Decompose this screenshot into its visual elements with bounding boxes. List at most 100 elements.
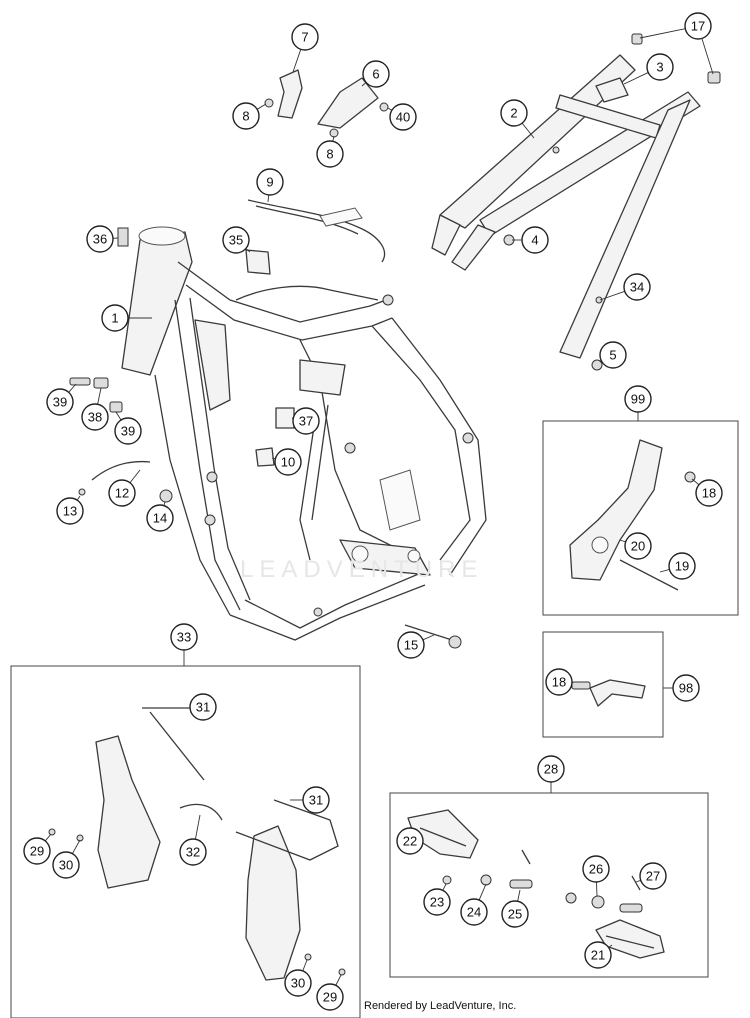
callout-21: 21 bbox=[584, 941, 612, 969]
callout-99: 99 bbox=[624, 385, 652, 413]
callout-circle bbox=[23, 837, 51, 865]
callout-number: 37 bbox=[299, 414, 313, 429]
callout-circle bbox=[284, 969, 312, 997]
callout-circle bbox=[460, 898, 488, 926]
callout-32: 32 bbox=[179, 838, 207, 866]
callout-circle bbox=[537, 755, 565, 783]
frame-main bbox=[121, 226, 487, 641]
callout-35: 35 bbox=[222, 226, 250, 254]
leader-line-24 bbox=[478, 883, 487, 901]
callout-circle bbox=[500, 99, 528, 127]
callout-29: 29 bbox=[23, 837, 51, 865]
leader-line-7 bbox=[292, 49, 302, 73]
callout-circle bbox=[397, 631, 425, 659]
callout-circle bbox=[362, 60, 390, 88]
callout-number: 1 bbox=[111, 311, 118, 326]
subframe bbox=[431, 54, 701, 359]
callout-circle bbox=[108, 479, 136, 507]
callout-8: 8 bbox=[232, 102, 260, 130]
part-9-cable bbox=[247, 199, 386, 263]
callout-number: 30 bbox=[59, 858, 73, 873]
leader-line-30 bbox=[71, 839, 81, 854]
callout-39: 39 bbox=[46, 388, 74, 416]
callout-number: 31 bbox=[309, 793, 323, 808]
callout-27: 27 bbox=[639, 862, 667, 890]
callout-number: 35 bbox=[229, 233, 243, 248]
callout-circle bbox=[624, 532, 652, 560]
callout-circle bbox=[599, 341, 627, 369]
callout-circle bbox=[114, 417, 142, 445]
callout-circle bbox=[189, 693, 217, 721]
callout-circle bbox=[232, 102, 260, 130]
callout-number: 13 bbox=[63, 504, 77, 519]
callout-number: 18 bbox=[552, 675, 566, 690]
callout-circle bbox=[584, 941, 612, 969]
callout-circle bbox=[521, 226, 549, 254]
leader-line-29 bbox=[44, 833, 52, 842]
callout-number: 32 bbox=[186, 845, 200, 860]
callout-circle bbox=[623, 273, 651, 301]
callout-number: 4 bbox=[531, 233, 538, 248]
callout-number: 23 bbox=[430, 895, 444, 910]
callout-number: 99 bbox=[631, 392, 645, 407]
callout-22: 22 bbox=[396, 827, 424, 855]
callout-number: 29 bbox=[30, 844, 44, 859]
hose-12-13 bbox=[78, 460, 151, 496]
callout-number: 39 bbox=[121, 424, 135, 439]
callout-40: 40 bbox=[389, 103, 417, 131]
leader-lines bbox=[44, 28, 714, 986]
callout-circle bbox=[582, 855, 610, 883]
callout-30: 30 bbox=[52, 851, 80, 879]
callout-number: 7 bbox=[301, 30, 308, 45]
callout-circle bbox=[695, 479, 723, 507]
callout-37: 37 bbox=[292, 407, 320, 435]
nut-14 bbox=[159, 489, 173, 503]
callout-26: 26 bbox=[582, 855, 610, 883]
bolt-15 bbox=[404, 624, 462, 649]
callout-number: 25 bbox=[508, 907, 522, 922]
callout-28: 28 bbox=[537, 755, 565, 783]
callout-circle bbox=[668, 552, 696, 580]
leader-line-20 bbox=[619, 539, 626, 543]
hardware-17 bbox=[631, 33, 721, 84]
callout-circle bbox=[316, 140, 344, 168]
callout-5: 5 bbox=[599, 341, 627, 369]
callout-circle bbox=[684, 12, 712, 40]
part-98-pad bbox=[571, 679, 646, 707]
callout-number: 5 bbox=[609, 348, 616, 363]
callout-number: 6 bbox=[372, 67, 379, 82]
callout-18: 18 bbox=[545, 668, 573, 696]
leader-line-6 bbox=[361, 82, 367, 87]
callout-circle bbox=[292, 407, 320, 435]
callout-circle bbox=[302, 786, 330, 814]
part-6-bracket bbox=[317, 77, 389, 138]
leader-line-2 bbox=[521, 122, 535, 139]
callout-circle bbox=[170, 623, 198, 651]
callout-25: 25 bbox=[501, 900, 529, 928]
callout-circle bbox=[274, 448, 302, 476]
leader-line-32 bbox=[194, 814, 201, 840]
callout-number: 30 bbox=[291, 976, 305, 991]
part-32-hose bbox=[179, 803, 223, 821]
callout-circle bbox=[179, 838, 207, 866]
part-10 bbox=[255, 447, 275, 467]
callout-number: 21 bbox=[591, 948, 605, 963]
leader-line-35 bbox=[245, 248, 251, 253]
callout-number: 40 bbox=[396, 110, 410, 125]
callout-circle bbox=[146, 504, 174, 532]
leader-line-19 bbox=[659, 568, 670, 573]
callout-circle bbox=[423, 888, 451, 916]
callout-34: 34 bbox=[623, 273, 651, 301]
part-35-holder bbox=[245, 249, 271, 275]
callout-number: 39 bbox=[53, 395, 67, 410]
callout-number: 3 bbox=[656, 60, 663, 75]
part-31-cables bbox=[142, 707, 339, 861]
callout-number: 18 bbox=[702, 486, 716, 501]
callout-10: 10 bbox=[274, 448, 302, 476]
bolt-5 bbox=[591, 359, 603, 371]
callout-number: 31 bbox=[196, 700, 210, 715]
group-box-28 bbox=[389, 792, 709, 978]
leader-line-27 bbox=[635, 879, 641, 883]
leader-line-8 bbox=[256, 103, 267, 110]
callout-number: 38 bbox=[88, 410, 102, 425]
